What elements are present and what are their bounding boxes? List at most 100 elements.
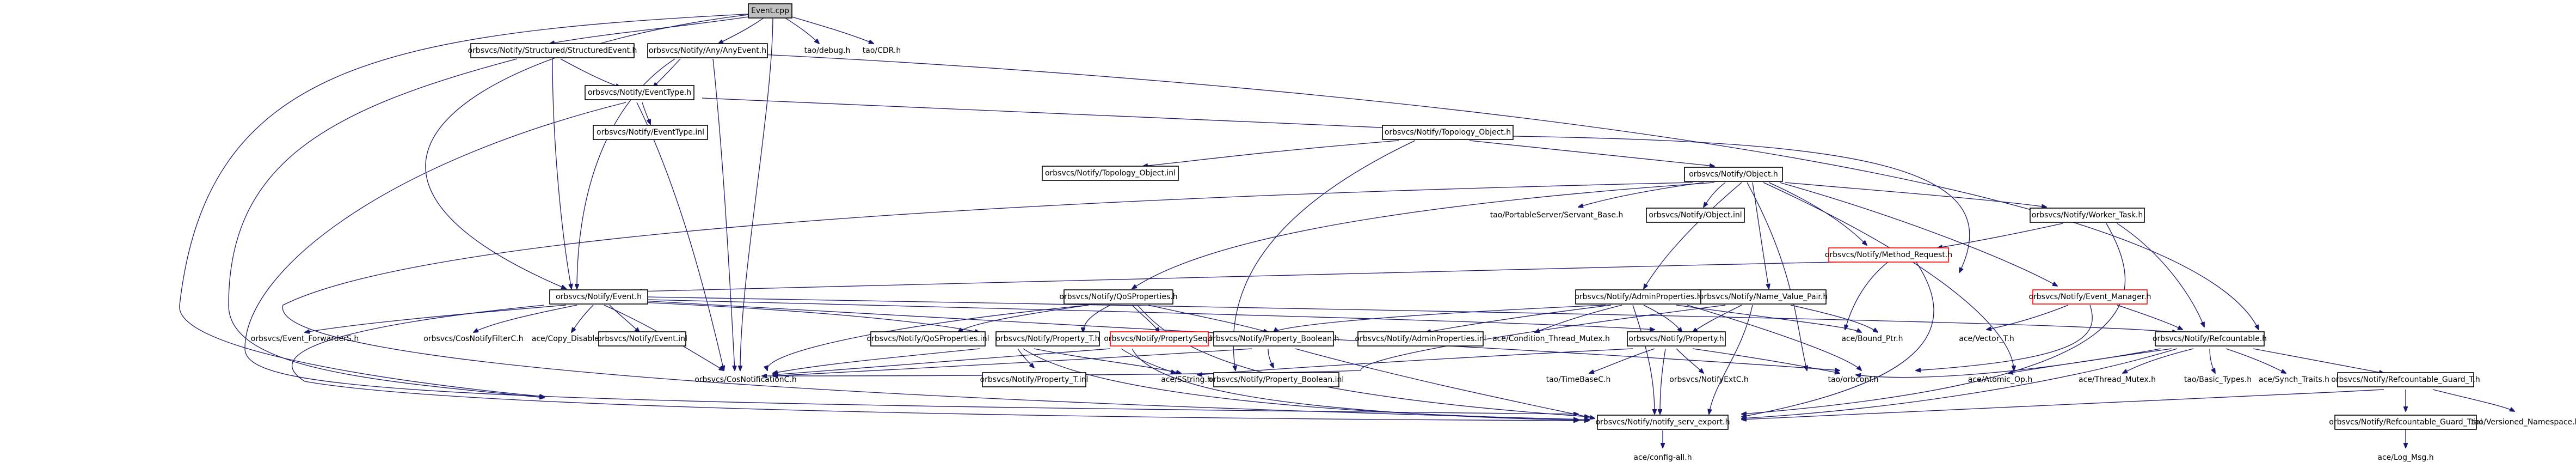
node-box: [1646, 208, 1745, 223]
edge: [305, 305, 567, 332]
node-box: [982, 372, 1086, 387]
file-node-qos-properties-h[interactable]: orbsvcs/Notify/QoSProperties.h: [1059, 289, 1178, 305]
node-label: orbsvcs/Notify/Property_Boolean.h: [1208, 335, 1339, 343]
file-node-worker-task-h[interactable]: orbsvcs/Notify/Worker_Task.h: [2030, 208, 2145, 223]
file-node-notify-ext-c-h[interactable]: orbsvcs/NotifyExtC.h: [1669, 373, 1749, 387]
file-node-cdr-h[interactable]: tao/CDR.h: [857, 44, 906, 58]
edge: [1987, 305, 2069, 330]
file-node-property-h[interactable]: orbsvcs/Notify/Property.h: [1627, 331, 1726, 347]
edge: [1469, 140, 1714, 166]
node-box: [1063, 289, 1173, 305]
file-node-event-forwarder-s-h[interactable]: orbsvcs/Event_ForwarderS.h: [248, 332, 362, 346]
file-node-synch-traits-h[interactable]: ace/Synch_Traits.h: [2259, 373, 2329, 387]
file-node-event-cpp[interactable]: Event.cpp: [748, 3, 792, 19]
edge: [1023, 348, 1589, 420]
file-node-topology-object-inl[interactable]: orbsvcs/Notify/Topology_Object.inl: [1042, 166, 1179, 181]
node-box: [1382, 125, 1514, 140]
node-box: [1828, 247, 1949, 263]
file-node-versioned-namespace-h[interactable]: tao/Versioned_Namespace.h: [2471, 415, 2576, 429]
node-label: tao/Versioned_Namespace.h: [2471, 418, 2576, 427]
file-node-object-inl[interactable]: orbsvcs/Notify/Object.inl: [1646, 208, 1745, 223]
edge: [282, 182, 1693, 420]
edge: [1752, 182, 1769, 289]
file-node-event-type-h[interactable]: orbsvcs/Notify/EventType.h: [585, 85, 694, 100]
edge: [1856, 348, 2161, 378]
file-node-config-all-h[interactable]: ace/config-all.h: [1633, 451, 1693, 465]
node-label: ace/SString.h: [1161, 375, 1212, 384]
node-label: orbsvcs/Notify/Object.h: [1689, 170, 1778, 179]
node-box: [593, 125, 708, 140]
edge: [1513, 136, 1970, 272]
node-label: orbsvcs/Notify/EventType.inl: [597, 128, 704, 137]
edge: [291, 305, 1578, 421]
edge: [1676, 305, 1861, 332]
file-nodes: Event.cpp orbsvcs/Notify/Structured/Struc…: [248, 3, 2576, 465]
edge: [1632, 305, 1655, 414]
edge: [1742, 261, 1934, 417]
file-node-property-t-inl[interactable]: orbsvcs/Notify/Property_T.inl: [980, 372, 1089, 387]
node-box: [2334, 415, 2477, 430]
file-node-notify-serv-export-h[interactable]: orbsvcs/Notify/notify_serv_export.h: [1595, 415, 1730, 430]
file-node-topology-object-h[interactable]: orbsvcs/Notify/Topology_Object.h: [1382, 125, 1514, 140]
file-node-servant-base-h[interactable]: tao/PortableServer/Servant_Base.h: [1486, 208, 1627, 222]
edge: [474, 305, 577, 332]
file-node-event-h[interactable]: orbsvcs/Notify/Event.h: [549, 289, 648, 305]
edge: [1644, 182, 1742, 289]
file-node-admin-properties-h[interactable]: orbsvcs/Notify/AdminProperties.h: [1575, 289, 1702, 305]
edge: [2432, 389, 2514, 411]
file-node-refcountable-guard-t-inl[interactable]: orbsvcs/Notify/Refcountable_Guard_T.inl: [2329, 415, 2482, 430]
file-node-property-t-h[interactable]: orbsvcs/Notify/Property_T.h: [995, 331, 1100, 347]
file-node-qos-properties-inl[interactable]: orbsvcs/Notify/QoSProperties.inl: [867, 331, 989, 347]
file-node-event-inl[interactable]: orbsvcs/Notify/Event.inl: [597, 331, 687, 347]
file-node-property-boolean-h[interactable]: orbsvcs/Notify/Property_Boolean.h: [1208, 331, 1339, 347]
node-box: [598, 331, 686, 347]
file-node-property-seq-h[interactable]: orbsvcs/Notify/PropertySeq.h: [1104, 331, 1215, 347]
edge: [702, 98, 1393, 128]
edge: [1295, 348, 1595, 418]
file-node-cos-notify-filter-c-h[interactable]: orbsvcs/CosNotifyFilterC.h: [419, 332, 528, 346]
edge: [1790, 305, 1878, 332]
node-label: tao/TimeBaseC.h: [1546, 375, 1611, 384]
node-label: tao/CDR.h: [863, 46, 901, 55]
file-node-sstring-h[interactable]: ace/SString.h: [1159, 373, 1214, 387]
file-node-object-h[interactable]: orbsvcs/Notify/Object.h: [1684, 167, 1783, 182]
edge: [1938, 223, 2063, 248]
file-node-log-msg-h[interactable]: ace/Log_Msg.h: [2377, 451, 2433, 465]
file-node-admin-properties-inl[interactable]: orbsvcs/Notify/AdminProperties.inl: [1355, 331, 1486, 347]
node-label: tao/debug.h: [804, 46, 851, 55]
node-label: tao/orbconf.h: [1828, 375, 1879, 384]
node-label: orbsvcs/Notify/Refcountable_Guard_T.inl: [2329, 418, 2482, 427]
edge: [642, 102, 650, 124]
file-node-event-manager-h[interactable]: orbsvcs/Notify/Event_Manager.h: [2028, 289, 2151, 305]
file-node-atomic-op-h[interactable]: ace/Atomic_Op.h: [1965, 373, 2036, 387]
edge: [552, 58, 571, 289]
node-box: [2030, 208, 2145, 223]
edge: [636, 102, 724, 370]
file-node-condition-thread-mutex-h[interactable]: ace/Condition_Thread_Mutex.h: [1492, 332, 1610, 346]
node-label: ace/Log_Msg.h: [2377, 453, 2433, 462]
node-label: orbsvcs/Notify/Property_T.inl: [980, 375, 1089, 384]
file-node-property-boolean-inl[interactable]: orbsvcs/Notify/Property_Boolean.inl: [1209, 372, 1344, 387]
file-node-time-base-c-h[interactable]: tao/TimeBaseC.h: [1546, 373, 1611, 387]
edge: [2209, 348, 2215, 373]
file-node-method-request-h[interactable]: orbsvcs/Notify/Method_Request.h: [1825, 247, 1952, 263]
file-node-refcountable-h[interactable]: orbsvcs/Notify/Refcountable.h: [2153, 331, 2267, 347]
node-label: ace/config-all.h: [1633, 453, 1692, 462]
file-node-any-event-h[interactable]: orbsvcs/Notify/Any/AnyEvent.h: [647, 43, 768, 58]
node-label: ace/Atomic_Op.h: [1968, 375, 2032, 384]
file-node-basic-types-h[interactable]: tao/Basic_Types.h: [2182, 373, 2253, 387]
node-label: orbsvcs/CosNotifyFilterC.h: [423, 335, 523, 343]
file-node-refcountable-guard-t-h[interactable]: orbsvcs/Notify/Refcountable_Guard_T.h: [2331, 372, 2480, 387]
file-node-orb-init-h[interactable]: tao/orbconf.h: [1823, 373, 1883, 387]
file-node-copy-disabled-h[interactable]: ace/Copy_Disabled.h: [528, 332, 615, 346]
file-node-thread-mutex-h[interactable]: ace/Thread_Mutex.h: [2079, 373, 2156, 387]
file-node-vector-t-h[interactable]: ace/Vector_T.h: [1957, 332, 2016, 346]
file-node-bound-ptr-h[interactable]: ace/Bound_Ptr.h: [1840, 332, 1905, 346]
file-node-cos-notification-c-h[interactable]: orbsvcs/CosNotificationC.h: [688, 373, 803, 387]
node-label: orbsvcs/CosNotificationC.h: [694, 375, 797, 384]
file-node-structured-event-h[interactable]: orbsvcs/Notify/Structured/StructuredEven…: [468, 43, 637, 58]
edge: [228, 58, 544, 398]
file-node-os-debug-h[interactable]: tao/debug.h: [800, 44, 854, 58]
file-node-event-type-inl[interactable]: orbsvcs/Notify/EventType.inl: [593, 125, 708, 140]
file-node-name-value-pair-h[interactable]: orbsvcs/Notify/Name_Value_Pair.h: [1699, 289, 1828, 305]
